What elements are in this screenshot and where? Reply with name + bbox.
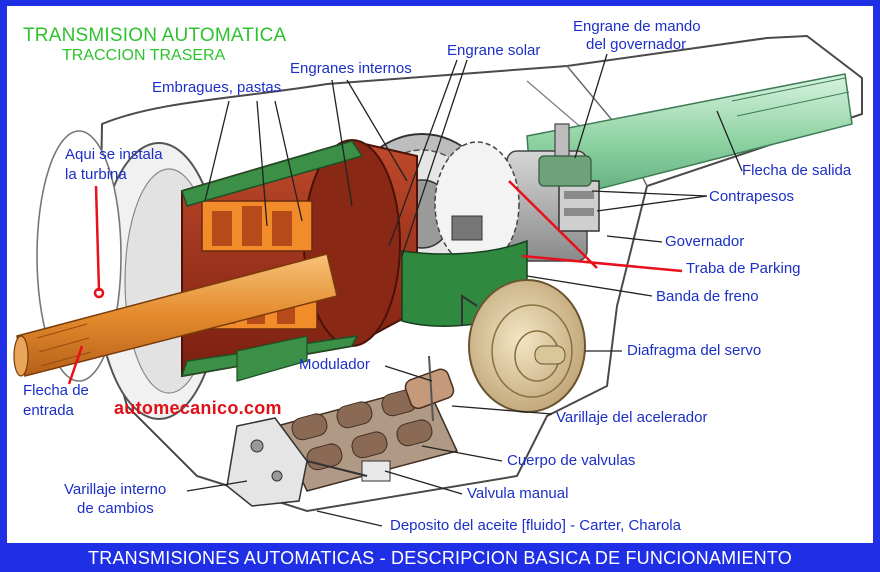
- governor-assembly: [506, 123, 600, 262]
- label-governador: Governador: [665, 233, 745, 250]
- diagram-subtitle: TRACCION TRASERA: [62, 47, 226, 64]
- label-diafragma-servo: Diafragma del servo: [627, 342, 762, 359]
- label-engrane-solar: Engrane solar: [447, 42, 541, 59]
- label-deposito-aceite: Deposito del aceite [fluido] - Carter, C…: [390, 517, 681, 534]
- label-flecha-entrada-2: entrada: [23, 402, 74, 419]
- website-watermark: automecanico.com: [114, 398, 282, 418]
- label-engranes-internos: Engranes internos: [290, 60, 412, 77]
- label-engrane-mando-1: Engrane de mando: [573, 18, 701, 35]
- diagram-panel: TRANSMISION AUTOMATICA TRACCION TRASERA …: [7, 6, 873, 543]
- diagram-title: TRANSMISION AUTOMATICA: [23, 25, 287, 46]
- label-varillaje-acelerador: Varillaje del acelerador: [556, 409, 708, 426]
- shift-linkage: [226, 417, 368, 507]
- label-cuerpo-valvulas: Cuerpo de valvulas: [507, 452, 636, 469]
- label-valvula-manual: Valvula manual: [467, 485, 569, 502]
- label-turbina-2: la turbina: [65, 166, 127, 183]
- label-flecha-salida: Flecha de salida: [742, 162, 852, 179]
- label-varillaje-interno-1: Varillaje interno: [64, 481, 167, 498]
- input-shaft: [13, 253, 338, 377]
- label-contrapesos: Contrapesos: [709, 188, 795, 205]
- transmission-cutaway-illustration: [13, 34, 863, 527]
- label-traba-parking: Traba de Parking: [686, 260, 801, 277]
- label-engrane-mando-2: del governador: [586, 36, 687, 53]
- label-banda-freno: Banda de freno: [656, 288, 759, 305]
- label-flecha-entrada-1: Flecha de: [23, 382, 89, 399]
- label-varillaje-interno-2: de cambios: [77, 500, 154, 517]
- footer-caption: TRANSMISIONES AUTOMATICAS - DESCRIPCION …: [88, 548, 792, 568]
- label-modulador: Modulador: [299, 356, 370, 373]
- label-embragues: Embragues, pastas: [152, 79, 282, 96]
- servo-diaphragm: [461, 279, 586, 413]
- modulator: [404, 355, 455, 422]
- leader-lines: [186, 53, 743, 527]
- label-turbina-1: Aqui se instala: [65, 146, 163, 163]
- red-leader-lines: [67, 180, 683, 385]
